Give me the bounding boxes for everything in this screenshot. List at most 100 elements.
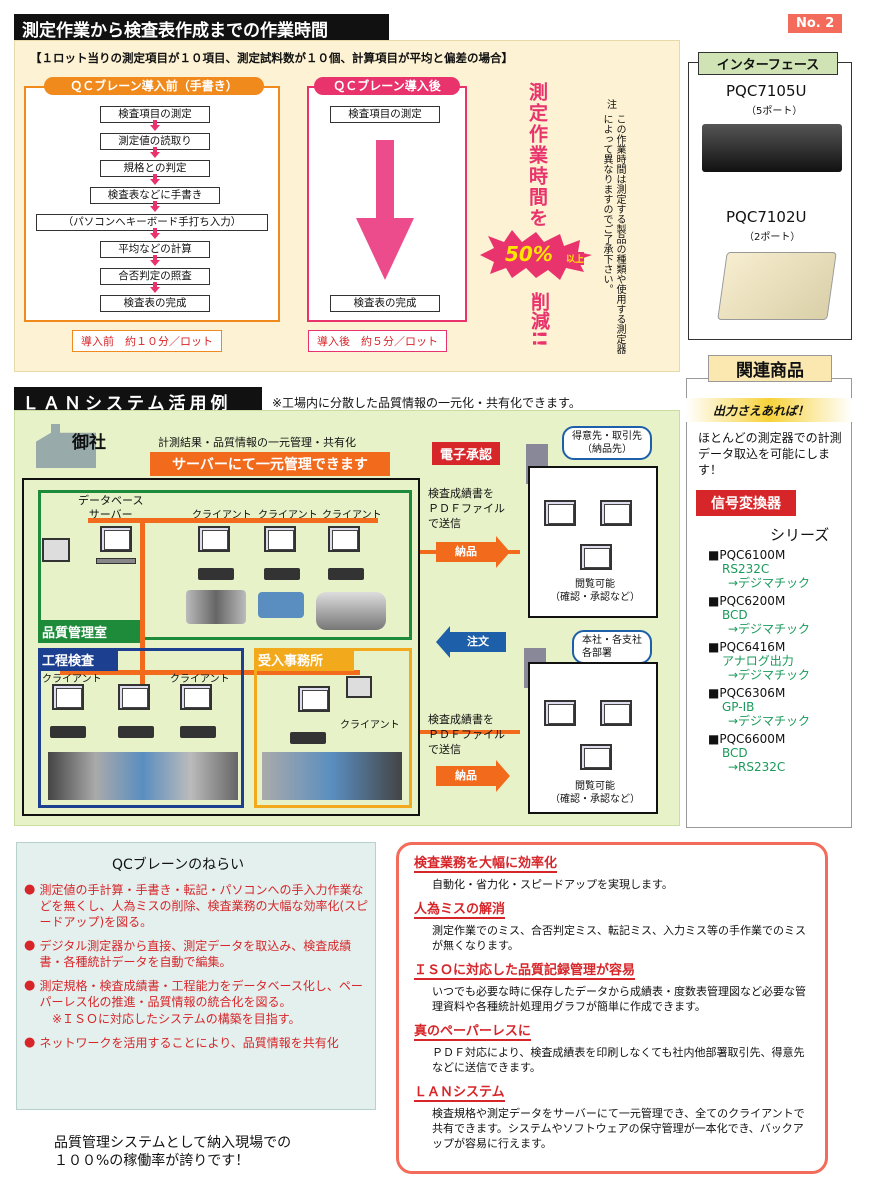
flow-arrow-icon [150,147,160,158]
condition-text: 【１ロット当りの測定項目が１０項目、測定試料数が１０個、計算項目が平均と偏差の場… [30,51,513,65]
client-label: クライアント [340,720,400,731]
big-down-arrow-icon [356,140,414,280]
deliver-arrow: 納品 [436,536,510,568]
product2-ports: （2ポート） [744,232,801,243]
client-pc-icon [298,686,330,712]
client-pc-icon [198,526,230,552]
aim-list: ● 測定値の手計算・手書き・転記・パソコンへの手入力作業などを無くし、人為ミスの… [24,882,370,1051]
related-tag-bg [686,398,852,422]
process-label: 工程検査 [38,648,118,671]
benefit-body: 検査規格や測定データをサーバーにて一元管理でき、全てのクライアントで共有できます… [432,1107,805,1150]
company-network-frame [22,478,420,816]
pqc7102u-device-image [717,252,837,320]
company-label: 御社 [72,433,106,453]
network-line [140,518,145,708]
benefits-box [396,842,828,1174]
customer-bubble: 得意先・取引先 （納品先） [562,426,652,460]
pc-icon [544,500,576,526]
benefit-head: ＬＡＮシステム [414,1081,505,1102]
client-pc-icon [264,526,296,552]
related-desc: ほとんどの測定器での計測データ取込を可能にします！ [698,431,842,477]
benefit-head: 真のペーパーレスに [414,1020,531,1041]
before-title: ＱＣブレーン導入前（手書き） [44,77,264,95]
interface-title: インターフェース [698,52,838,75]
benefit-head: 検査業務を大幅に効率化 [414,852,558,873]
send-pdf-text: 検査成績書を ＰＤＦファイル で送信 [428,487,505,530]
benefit-body: ＰＤＦ対応により、検査成績表を印刷しなくても社内他部署取引先、得意先などに送信で… [432,1046,805,1074]
measuring-tools-image [48,752,238,800]
micrometer-icon [258,592,304,618]
flow-arrow-icon [150,282,160,293]
view-label: 閲覧可能 （確認・承認など） [550,781,640,805]
series-label: シリーズ [770,526,830,544]
after-title: ＱＣブレーン導入後 [314,77,460,95]
client-label: クライアント [322,510,382,521]
reduce-suffix: 以上 [566,252,585,265]
process-frame [38,648,244,808]
interface-hub-icon [198,568,234,580]
printer-icon [346,676,372,698]
before-step-4: 検査表などに手書き [90,187,220,204]
iso-note: ※ＩＳＯに対応したシステムの構築を目指す。 [52,1012,301,1026]
customer-frame [528,466,658,618]
view-label: 閲覧可能 （確認・承認など） [550,579,640,603]
qc-room-frame [38,490,412,640]
branch-bubble: 本社・各支社 各部署 [572,630,652,664]
interface-hub-icon [118,726,154,738]
related-title: 関連商品 [708,355,832,382]
interface-hub-icon [290,732,326,744]
note-head: 注 [607,100,617,111]
aim-footer: 品質管理システムとして納入現場での １００%の稼働率が誇りです！ [54,1135,292,1169]
client-pc-icon [118,684,150,710]
aim-box [16,842,376,1110]
client-label: クライアント [42,674,102,685]
product1-name: PQC7105U [726,82,807,100]
aim-bullet: ● 測定値の手計算・手書き・転記・パソコンへの手入力作業などを無くし、人為ミスの… [24,882,369,929]
deliver-arrow: 納品 [436,760,510,792]
before-step-7: 合否判定の照査 [100,268,210,285]
db-server-label: データベース サーバー [78,494,144,521]
benefit-body: いつでも必要な時に保存したデータから成績表・度数表管理図など必要な管理資料や各種… [432,985,806,1013]
product1-ports: （5ポート） [746,106,803,117]
after-time: 導入後 約５分／ロット [308,330,447,352]
aim-bullet: ● ネットワークを活用することにより、品質情報を共有化 [24,1035,339,1050]
lan-subtitle: ※工場内に分散した品質情報の一元化・共有化できます。 [272,396,581,410]
before-step-8: 検査表の完成 [100,295,210,312]
before-step-2: 測定値の読取り [100,133,210,150]
aim-bullet: ● 測定規格・検査成績書・工程能力をデータベース化し、ペーパーレス化の推進・品質… [24,978,363,1009]
aim-bullet: ● デジタル測定器から直接、測定データを取込み、検査成績書・各種統計データを自動… [24,938,352,969]
benefit-head: ＩＳＯに対応した品質記録管理が容易 [414,959,636,980]
aim-title: QCブレーンのねらい [112,857,245,873]
benefit-head: 人為ミスの解消 [414,898,506,919]
balance-icon [316,592,386,630]
server-banner: サーバーにて一元管理できます [150,452,390,476]
starburst-icon [480,230,592,280]
mgmt-line: 計測結果・品質情報の一元管理・共有化 [158,436,356,449]
flow-arrow-icon [150,120,160,131]
reduce-tail: 削減!! [528,292,550,348]
pc-icon [544,700,576,726]
pc-icon [580,544,612,570]
receiving-label: 受入事務所 [254,648,354,671]
before-step-5: （パソコンへキーボード手打ち入力） [36,214,268,231]
send-pdf-text: 検査成績書を ＰＤＦファイル で送信 [428,713,505,756]
note-text: この作業時間は測定する製品の種類や使用する測定器によって異なりますのでご了承下さ… [601,114,625,354]
reduce-headline: 測定作業時間を [526,82,548,229]
converter-label: 信号変換器 [696,490,796,516]
caliper-icon [186,590,246,624]
product2-name: PQC7102U [726,208,807,226]
client-label: クライアント [258,510,318,521]
printer-icon [42,538,70,562]
after-step-2: 検査表の完成 [330,295,440,312]
benefit-body: 測定作業でのミス、合否判定ミス、転記ミス、入力ミス等の手作業でのミスが無くなりま… [432,924,806,952]
pc-icon [600,500,632,526]
interface-hub-icon [328,568,364,580]
reduce-percent: 50% [505,242,553,266]
related-tag: 出力さえあれば！ [713,404,810,418]
network-line [420,730,520,734]
